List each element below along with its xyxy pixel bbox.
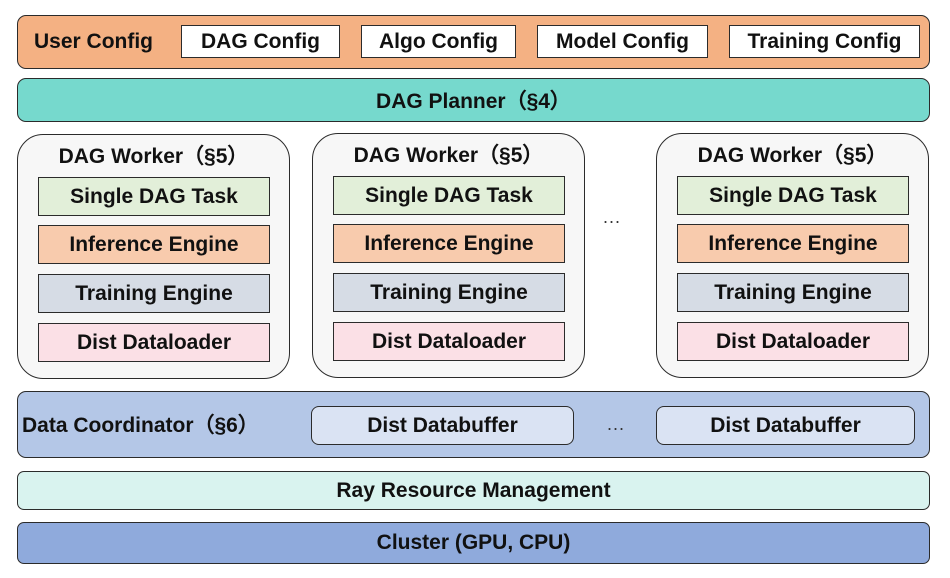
- dist-databuffer-box: Dist Databuffer: [656, 406, 915, 445]
- training-engine-box: Training Engine: [38, 274, 270, 313]
- training-config-box: Training Config: [729, 25, 920, 58]
- cluster-layer: Cluster (GPU, CPU): [17, 522, 930, 564]
- single-dag-task-box: Single DAG Task: [677, 176, 909, 215]
- algo-config-box: Algo Config: [361, 25, 516, 58]
- dag-worker-title: DAG Worker（§5）: [697, 144, 888, 167]
- workers-ellipsis: ...: [602, 206, 621, 227]
- single-dag-task-box: Single DAG Task: [333, 176, 565, 215]
- ray-resource-management-layer: Ray Resource Management: [17, 471, 930, 510]
- model-config-box: Model Config: [537, 25, 708, 58]
- dag-planner-layer: DAG Planner（§4）: [17, 78, 930, 122]
- dist-dataloader-box: Dist Dataloader: [677, 322, 909, 361]
- dist-databuffer-box: Dist Databuffer: [311, 406, 574, 445]
- dag-worker-2: DAG Worker（§5） Single DAG Task Inference…: [312, 133, 585, 378]
- training-engine-box: Training Engine: [333, 273, 565, 312]
- user-config-label: User Config: [34, 29, 154, 53]
- data-coordinator-label: Data Coordinator（§6）: [22, 414, 259, 437]
- dag-worker-3: DAG Worker（§5） Single DAG Task Inference…: [656, 133, 929, 378]
- dist-dataloader-box: Dist Dataloader: [38, 323, 270, 362]
- inference-engine-box: Inference Engine: [333, 224, 565, 263]
- dag-worker-title: DAG Worker（§5）: [58, 145, 249, 168]
- dag-config-box: DAG Config: [181, 25, 340, 58]
- single-dag-task-box: Single DAG Task: [38, 177, 270, 216]
- dist-dataloader-box: Dist Dataloader: [333, 322, 565, 361]
- user-config-layer: User Config DAG Config Algo Config Model…: [17, 15, 930, 69]
- dag-worker-title: DAG Worker（§5）: [353, 144, 544, 167]
- inference-engine-box: Inference Engine: [38, 225, 270, 264]
- dag-worker-1: DAG Worker（§5） Single DAG Task Inference…: [17, 134, 290, 379]
- data-coordinator-layer: Data Coordinator（§6） Dist Databuffer ...…: [17, 391, 930, 458]
- inference-engine-box: Inference Engine: [677, 224, 909, 263]
- training-engine-box: Training Engine: [677, 273, 909, 312]
- databuffer-ellipsis: ...: [606, 413, 625, 434]
